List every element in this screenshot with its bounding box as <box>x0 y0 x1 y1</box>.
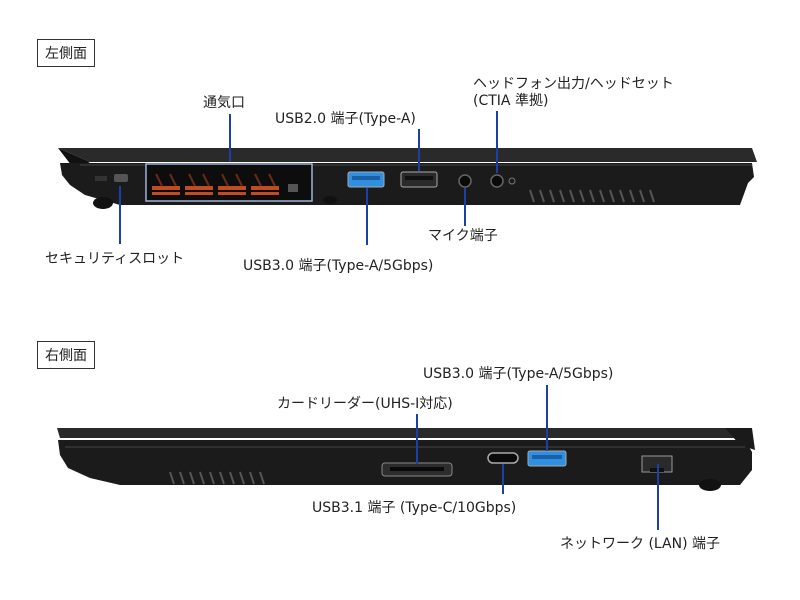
mic-leader <box>464 188 466 226</box>
headset-label-line2: (CTIA 準拠) <box>473 93 549 109</box>
card-reader-label: カードリーダー(UHS-I対応) <box>277 396 453 412</box>
headset-label-line1: ヘッドフォン出力/ヘッドセット <box>473 76 674 92</box>
vent-label: 通気口 <box>203 95 245 111</box>
usb31-label: USB3.1 端子 (Type-C/10Gbps) <box>312 500 517 516</box>
usb20-leader <box>418 129 420 171</box>
headset-leader <box>496 111 498 173</box>
vent-leader <box>229 114 231 162</box>
usb30-right-label: USB3.0 端子(Type-A/5Gbps) <box>423 366 614 382</box>
usb20-label: USB2.0 端子(Type-A) <box>275 111 416 127</box>
lan-label: ネットワーク (LAN) 端子 <box>560 536 720 552</box>
security-slot-label: セキュリティスロット <box>45 251 185 267</box>
card-reader-leader <box>416 414 418 464</box>
lan-leader <box>657 464 659 530</box>
mic-label: マイク端子 <box>428 228 498 244</box>
usb31-leader <box>502 464 504 494</box>
security-slot-leader <box>119 186 121 244</box>
right-side-title: 右側面 <box>37 341 95 369</box>
usb30-left-label: USB3.0 端子(Type-A/5Gbps) <box>243 258 434 274</box>
usb30-right-leader <box>546 385 548 451</box>
left-side-title: 左側面 <box>37 39 95 67</box>
usb30-left-leader <box>366 188 368 245</box>
